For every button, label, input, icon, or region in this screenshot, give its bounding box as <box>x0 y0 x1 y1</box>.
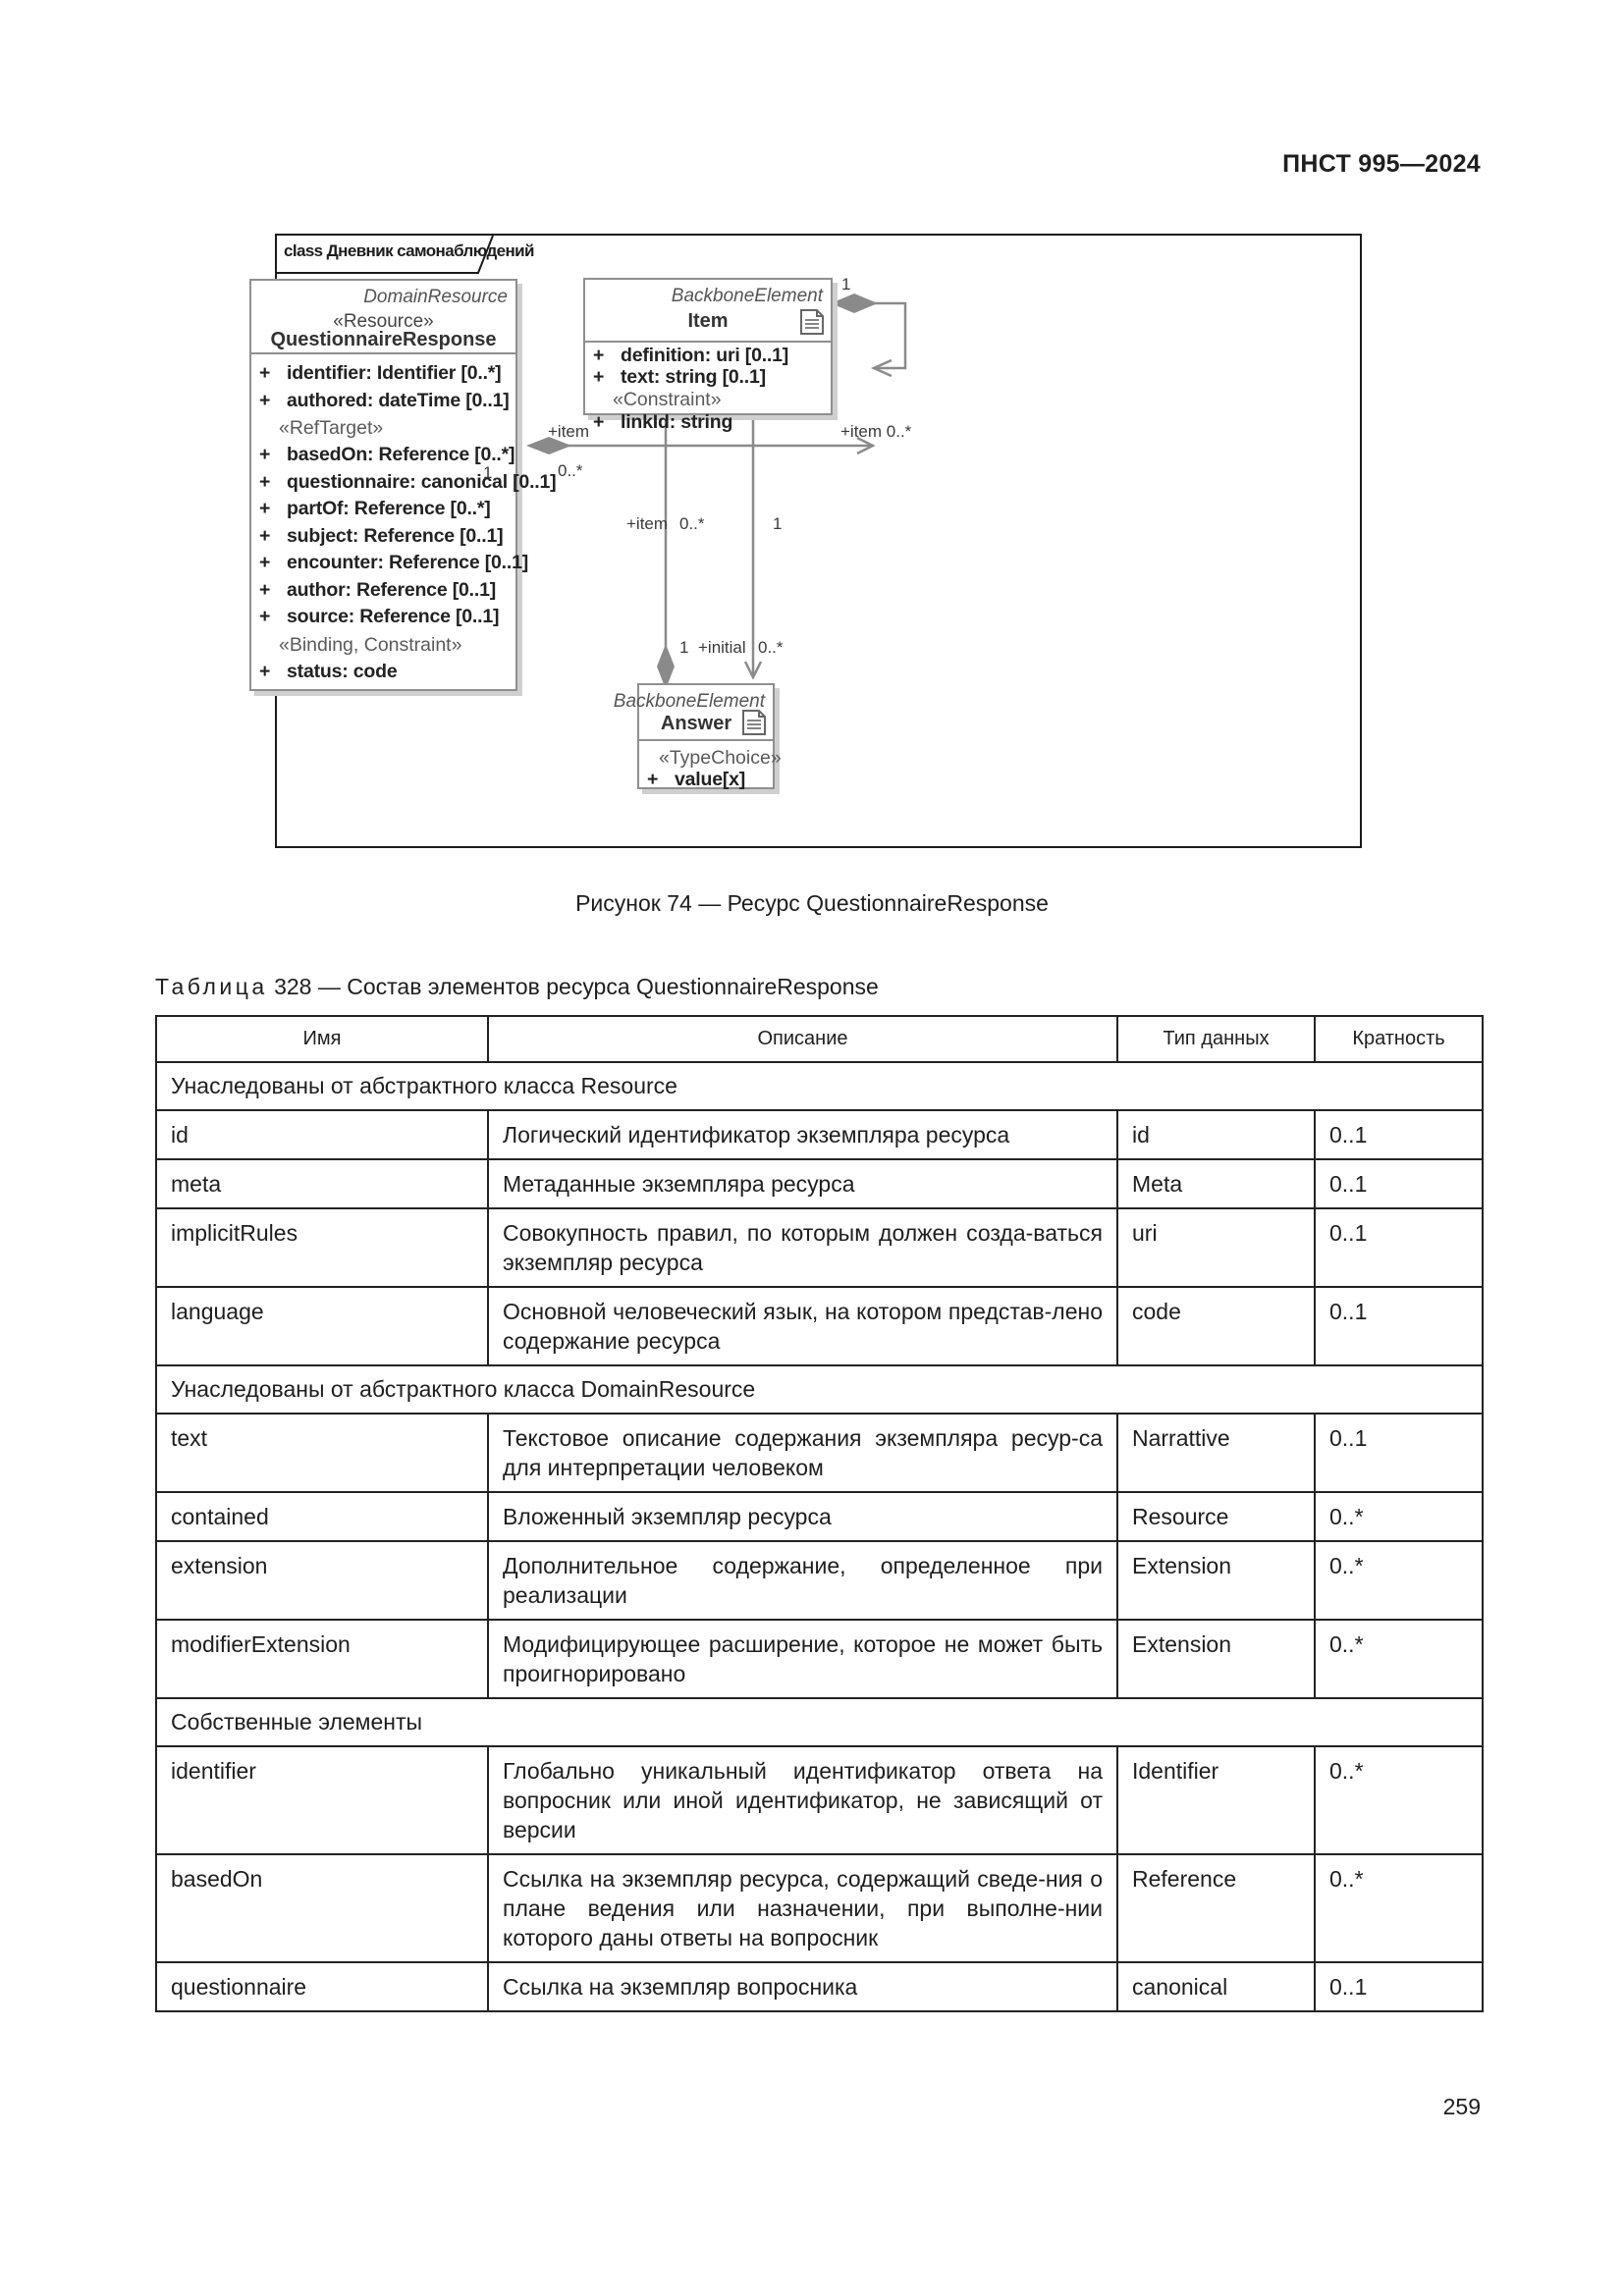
frame-title: class Дневник самонаблюдений <box>284 241 534 260</box>
attribute-row: +questionnaire: canonical [0..1] <box>259 470 557 493</box>
page-number: 259 <box>1442 2094 1481 2119</box>
class-name: Item <box>687 310 729 332</box>
association-role-label: +item <box>626 514 669 533</box>
association-multiplicity-label: 0..* <box>558 461 583 480</box>
composition-diamond-qr <box>526 437 571 454</box>
attribute-group-stereotype: «TypeChoice» <box>659 747 782 769</box>
class-parent-name: BackboneElement <box>613 691 765 712</box>
class-answer: BackboneElement Answer «TypeChoice» +val… <box>614 683 782 790</box>
association-multiplicity-label: 0..* <box>679 514 705 533</box>
class-parent-name: DomainResource <box>363 287 508 307</box>
attribute-row: +author: Reference [0..1] <box>259 578 497 601</box>
column-header: Тип данных <box>1116 1015 1316 1063</box>
association-multiplicity-label: 1 <box>773 514 783 533</box>
attribute-row: +value[x] <box>647 769 746 790</box>
class-questionnaire-response: DomainResource «Resource» QuestionnaireR… <box>249 279 557 691</box>
column-header: Имя <box>155 1015 489 1063</box>
attribute-row: +authored: dateTime [0..1] <box>259 389 510 411</box>
table-group-row: Унаследованы от абстрактного класса Reso… <box>155 1061 1484 1111</box>
figure-caption: Рисунок 74 — Ресурс QuestionnaireRespons… <box>575 890 1049 916</box>
attribute-row: +identifier: Identifier [0..*] <box>259 362 502 384</box>
association-role-label: +item 0..* <box>840 422 912 441</box>
attribute-group-stereotype: «RefTarget» <box>279 417 384 439</box>
attribute-group-stereotype: «Binding, Constraint» <box>279 633 462 656</box>
column-header: Кратность <box>1314 1015 1484 1063</box>
association-multiplicity-label: 1 <box>679 638 689 657</box>
association-role-label: +initial <box>698 638 746 657</box>
class-parent-name: BackboneElement <box>671 286 823 306</box>
association-multiplicity-label: 0..* <box>758 638 784 657</box>
association-role-label: +item <box>548 422 590 441</box>
attribute-row: +subject: Reference [0..1] <box>259 524 504 547</box>
association-multiplicity-label: 1 <box>483 463 493 482</box>
attribute-row: +status: code <box>259 660 398 682</box>
attribute-row: +definition: uri [0..1] <box>593 345 789 366</box>
attribute-row: +basedOn: Reference [0..*] <box>259 444 515 465</box>
column-header: Описание <box>487 1015 1118 1063</box>
connector-item-self <box>868 301 907 370</box>
composition-diamond-item-self <box>831 294 878 313</box>
uml-diagram-frame: class Дневник самонаблюдений DomainResou… <box>249 234 1362 848</box>
attribute-row: +partOf: Reference [0..*] <box>259 498 491 519</box>
attribute-row: +source: Reference [0..1] <box>259 606 500 627</box>
table-group-row: Унаследованы от абстрактного класса Doma… <box>155 1364 1484 1415</box>
attribute-row: +encounter: Reference [0..1] <box>259 552 529 573</box>
frame-tab-outline <box>277 236 494 274</box>
table-header-row: Имя Описание Тип данных Кратность <box>155 1015 1484 1063</box>
note-icon <box>742 710 766 735</box>
class-stereotype: «Resource» <box>333 311 434 332</box>
association-multiplicity-label: 1 <box>841 275 851 294</box>
elements-table: Имя Описание Тип данных Кратность Унасле… <box>155 1015 1484 2012</box>
attribute-row: +text: string [0..1] <box>593 366 766 388</box>
arrow-item-self <box>870 358 893 378</box>
document-code: ПНСТ 995—2024 <box>1282 150 1481 178</box>
note-icon <box>800 309 824 335</box>
class-item: BackboneElement Item +definition: uri [0… <box>583 278 833 433</box>
composition-diamond-answer <box>657 644 675 689</box>
class-name: QuestionnaireResponse <box>270 329 497 350</box>
table-caption: Таблица 328 — Состав элементов ресурса Q… <box>155 974 879 999</box>
class-name: Answer <box>660 713 732 734</box>
attribute-group-stereotype: «Constraint» <box>613 389 722 410</box>
table-group-row: Собственные элементы <box>155 1697 1484 1747</box>
attribute-row: +linkId: string <box>593 411 733 433</box>
